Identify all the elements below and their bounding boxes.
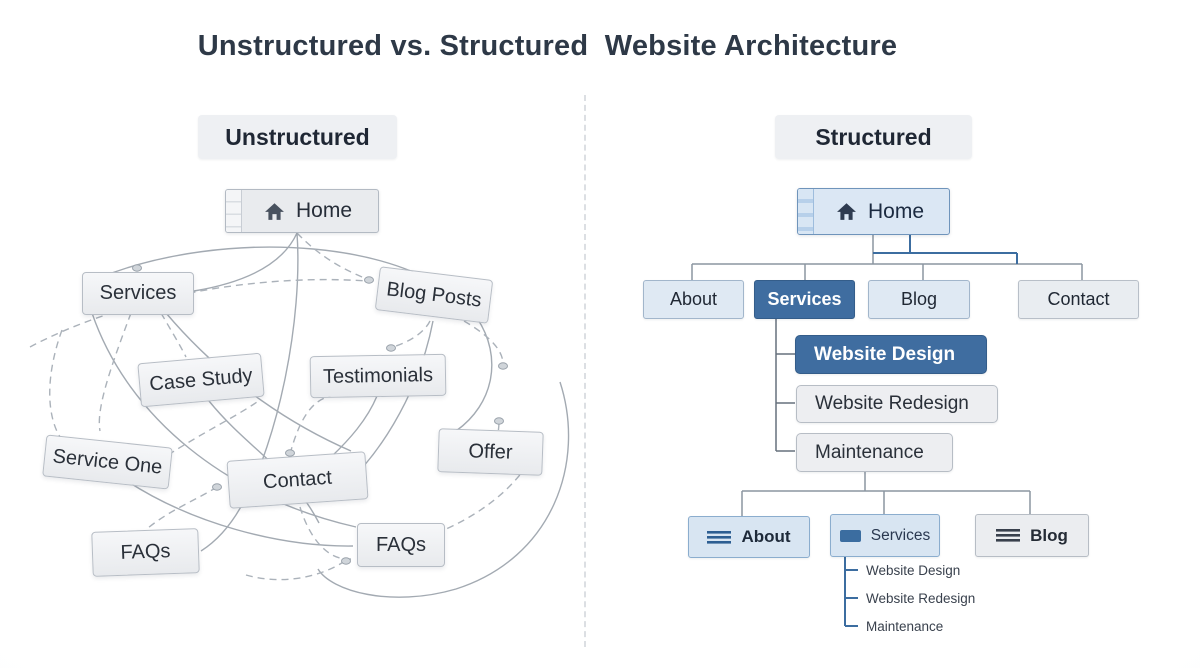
tree-node-maintenance: Maintenance <box>796 433 953 472</box>
mini-item-website-design: Website Design <box>866 563 961 578</box>
node-blog-posts: Blog Posts <box>374 266 494 324</box>
page-node-services: Services <box>830 514 940 557</box>
rect-icon <box>839 529 861 542</box>
page-node-label: Blog <box>1030 525 1068 545</box>
unstructured-header-label: Unstructured <box>225 123 370 150</box>
node-contact: Contact <box>226 451 369 509</box>
home-node-unstructured: Home <box>225 189 379 233</box>
mini-item-website-redesign: Website Redesign <box>866 591 976 606</box>
home-tab-strip <box>798 189 814 234</box>
node-service-one: Service One <box>42 434 173 490</box>
page-node-label: Services <box>870 526 931 544</box>
node-case-study: Case Study <box>137 352 265 408</box>
menu-icon <box>996 529 1021 542</box>
structured-header: Structured <box>775 115 972 159</box>
home-icon <box>837 203 856 220</box>
node-testimonials: Testimonials <box>309 353 447 399</box>
menu-icon <box>707 530 732 544</box>
home-icon <box>265 202 284 220</box>
tree-node-website-redesign: Website Redesign <box>796 385 998 423</box>
tree-node-blog: Blog <box>868 280 970 319</box>
node-services: Services <box>82 272 194 315</box>
page-title: Unstructured vs. Structured Website Arch… <box>197 30 898 62</box>
node-faqs-left: FAQs <box>91 528 200 577</box>
unstructured-header: Unstructured <box>198 115 397 159</box>
node-faqs-right: FAQs <box>357 523 445 567</box>
mini-item-maintenance: Maintenance <box>866 619 944 634</box>
structured-header-label: Structured <box>815 123 932 150</box>
home-tab-strip <box>226 190 242 232</box>
tree-node-website-design-active: Website Design <box>795 335 987 374</box>
page-node-blog: Blog <box>975 514 1089 557</box>
page-node-about: About <box>688 516 810 558</box>
panel-divider <box>584 95 586 647</box>
page-node-label: About <box>741 527 791 546</box>
tree-node-contact: Contact <box>1018 280 1139 319</box>
home-label: Home <box>868 199 925 223</box>
tree-node-about: About <box>643 280 744 319</box>
node-offer: Offer <box>437 428 544 476</box>
home-node-structured: Home <box>797 188 950 235</box>
home-label: Home <box>296 199 353 222</box>
tree-node-services-active: Services <box>754 280 855 319</box>
